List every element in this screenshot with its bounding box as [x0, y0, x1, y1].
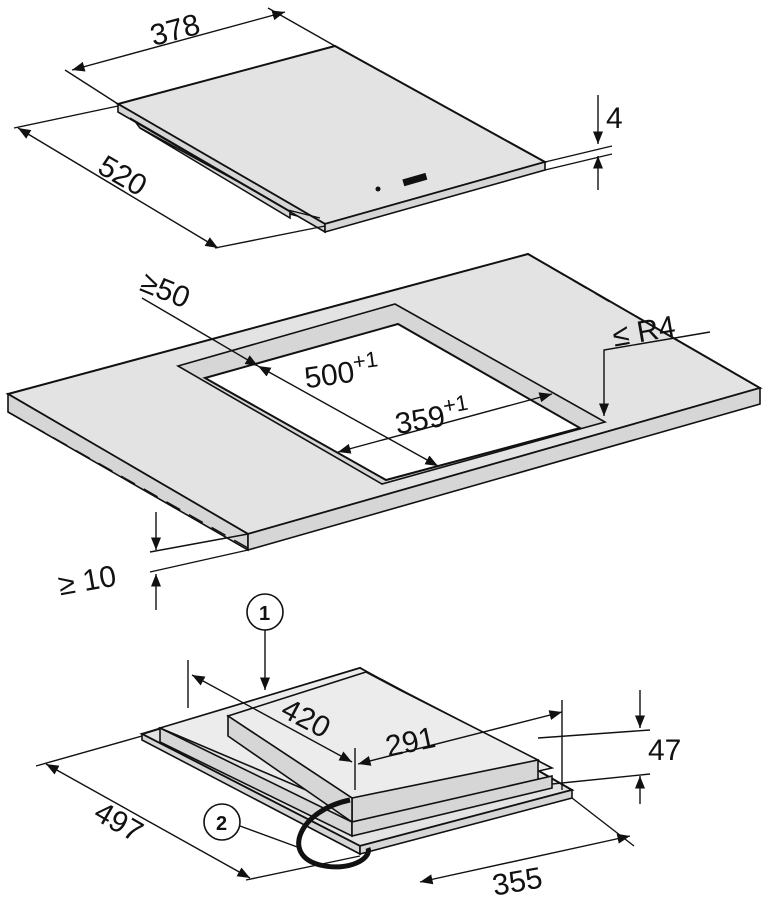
worktop-continuation-lines	[7, 253, 611, 549]
hob-depth-label: 520	[92, 149, 152, 203]
callout-2-number: 2	[216, 813, 227, 835]
worktop-thickness-label: ≥ 10	[56, 560, 119, 603]
cutout-depth-label: 500+1	[301, 346, 381, 395]
hob-illustration	[115, 44, 548, 234]
hob-width-label: 378	[147, 8, 204, 53]
height-label: 47	[648, 734, 681, 767]
callout-1-number: 1	[259, 603, 270, 625]
cutout-width-tolerance: +1	[441, 390, 470, 419]
power-cable	[296, 797, 371, 870]
cutout-depth-value: 500	[302, 356, 356, 396]
callout-1: 1	[246, 593, 284, 690]
frame-width-label: 355	[490, 862, 545, 900]
frame-depth-label: 497	[88, 796, 148, 850]
glass-thickness-label: 4	[606, 102, 623, 135]
cutout-depth-tolerance: +1	[351, 346, 379, 374]
front-distance-label: ≥50	[136, 266, 195, 315]
frame-width-dimension: 355	[419, 797, 635, 900]
height-dimension: 47	[537, 690, 681, 804]
worktop-illustration	[5, 252, 763, 552]
glass-thickness-dimension: 4	[544, 95, 623, 190]
